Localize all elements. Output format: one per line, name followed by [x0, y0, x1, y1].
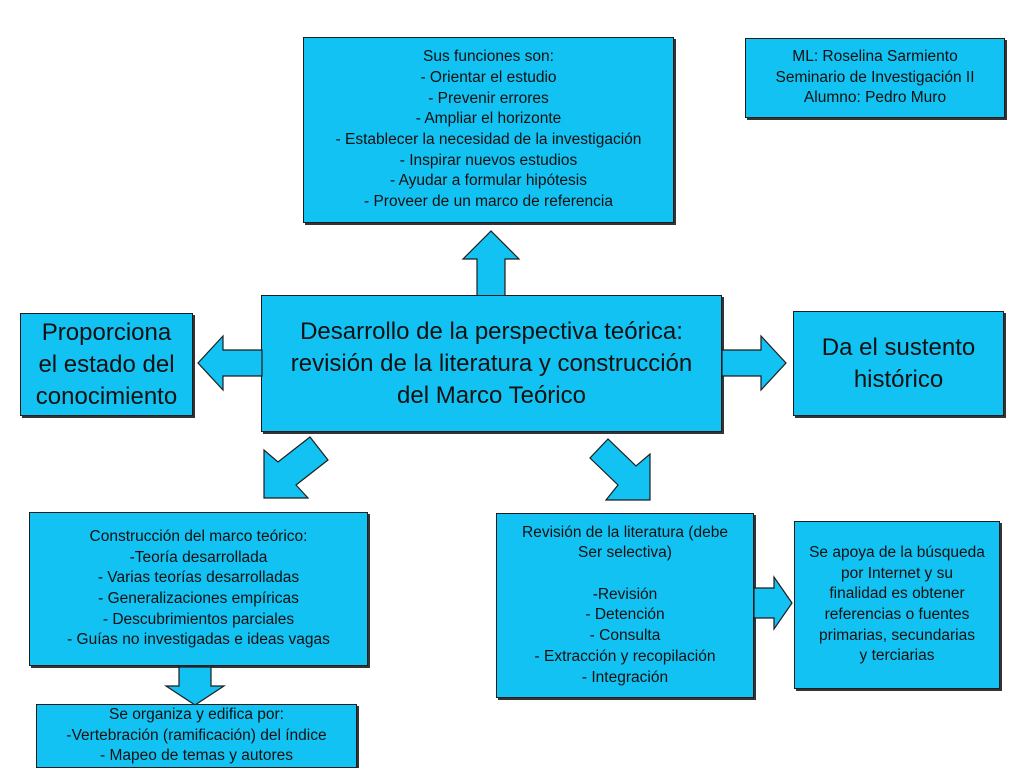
- central-topic-line: revisión de la literatura y construcción: [290, 349, 693, 377]
- framework-construction-line: - Varias teorías desarrolladas: [97, 569, 300, 587]
- functions-line: - Prevenir errores: [428, 89, 549, 107]
- organization-box: Se organiza y edifica por: -Vertebración…: [36, 704, 357, 768]
- historical-support-box: Da el sustento histórico: [793, 311, 1004, 416]
- literature-review-line: - Consulta: [589, 627, 661, 645]
- credits-box: ML: Roselina Sarmiento Seminario de Inve…: [745, 38, 1005, 118]
- framework-construction-box: Construcción del marco teórico: -Teoría …: [29, 512, 368, 666]
- framework-construction-line: -Teoría desarrollada: [129, 548, 268, 566]
- arrow-left-icon: [197, 334, 263, 392]
- functions-line: - Orientar el estudio: [420, 68, 557, 86]
- credits-line: Alumno: Pedro Muro: [803, 89, 947, 107]
- historical-support-line: histórico: [853, 365, 944, 393]
- state-of-knowledge-line: conocimiento: [35, 382, 178, 410]
- arrow-right-icon: [721, 334, 787, 392]
- literature-review-line: - Integración: [581, 668, 669, 686]
- credits-line: Seminario de Investigación II: [775, 68, 975, 86]
- internet-search-line: y terciarias: [859, 647, 935, 665]
- functions-line: - Ampliar el horizonte: [415, 110, 562, 128]
- arrow-down-icon: [163, 666, 227, 706]
- framework-construction-line: - Descubrimientos parciales: [102, 610, 295, 628]
- arrow-down-right-icon: [589, 438, 651, 501]
- literature-review-line: Ser selectiva): [578, 544, 672, 562]
- internet-search-line: Se apoya de la búsqueda: [809, 543, 985, 561]
- internet-search-box: Se apoya de la búsqueda por Internet y s…: [794, 521, 1000, 689]
- literature-review-line: - Extracción y recopilación: [534, 647, 716, 665]
- arrow-right-small-icon: [753, 575, 793, 631]
- literature-review-line: - Detención: [585, 606, 665, 624]
- literature-review-line: Revisión de la literatura (debe: [522, 523, 728, 541]
- historical-support-line: Da el sustento: [821, 333, 976, 361]
- internet-search-line: referencias o fuentes: [824, 606, 970, 623]
- internet-search-line: primarias, secundarias: [819, 626, 975, 644]
- functions-line: - Establecer la necesidad de la investig…: [335, 131, 642, 148]
- organization-line: - Mapeo de temas y autores: [100, 747, 293, 765]
- literature-review-box: Revisión de la literatura (debe Ser sele…: [496, 513, 754, 698]
- framework-construction-line: - Generalizaciones empíricas: [98, 590, 299, 607]
- state-of-knowledge-line: el estado del: [38, 350, 175, 378]
- central-topic-box: Desarrollo de la perspectiva teórica: re…: [261, 295, 722, 432]
- literature-review-line: -Revisión: [592, 585, 658, 603]
- functions-box: Sus funciones son: - Orientar el estudio…: [303, 37, 674, 223]
- functions-line: - Ayudar a formular hipótesis: [389, 172, 587, 190]
- internet-search-line: por Internet y su: [840, 564, 953, 582]
- arrow-up-icon: [461, 230, 521, 297]
- functions-line: - Inspirar nuevos estudios: [399, 151, 578, 169]
- functions-line: Sus funciones son:: [423, 48, 554, 66]
- functions-line: - Proveer de un marco de referencia: [364, 193, 613, 211]
- internet-search-line: finalidad es obtener: [829, 585, 965, 603]
- credits-line: ML: Roselina Sarmiento: [792, 47, 958, 65]
- state-of-knowledge-box: Proporciona el estado del conocimiento: [20, 313, 193, 416]
- framework-construction-line: Construcción del marco teórico:: [89, 527, 308, 545]
- organization-line: Se organiza y edifica por:: [109, 705, 284, 723]
- framework-construction-line: - Guías no investigadas e ideas vagas: [67, 631, 330, 649]
- state-of-knowledge-line: Proporciona: [41, 318, 172, 346]
- organization-line: -Vertebración (ramificación) del índice: [66, 726, 327, 744]
- central-topic-line: del Marco Teórico: [397, 381, 586, 409]
- central-topic-line: Desarrollo de la perspectiva teórica:: [300, 317, 683, 345]
- arrow-down-left-icon: [263, 436, 329, 499]
